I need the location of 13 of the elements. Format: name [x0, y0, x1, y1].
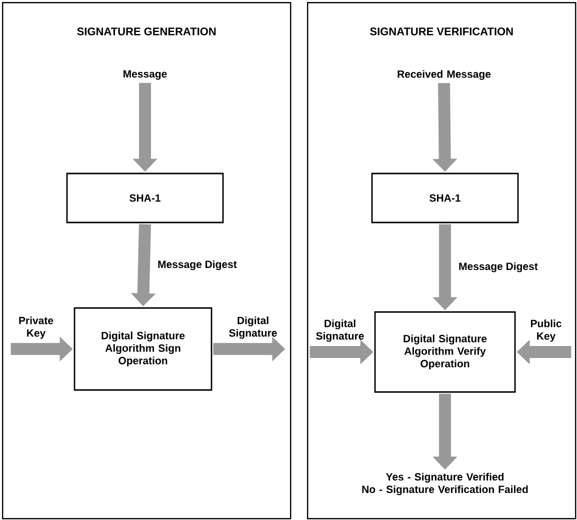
label-text: Private Key — [19, 316, 54, 339]
process-box: SHA-1 — [371, 172, 519, 224]
process-box: Digital Signature Algorithm Verify Operation — [374, 311, 516, 393]
process-box: Digital Signature Algorithm Sign Operation — [74, 307, 212, 391]
label-text: Received Message — [398, 70, 491, 80]
process-box: SHA-1 — [66, 172, 224, 224]
label-text: Yes - Signature Verified No - Signature Verification Failed — [362, 472, 528, 496]
label-text: Digital Signature — [316, 319, 364, 342]
label-text: Public Key — [530, 320, 562, 342]
edge-label: Message Digest — [158, 260, 237, 270]
label-text: Digital Signature — [229, 316, 277, 339]
label-text: Message — [124, 70, 167, 80]
edge-label: Message Digest — [459, 262, 538, 272]
